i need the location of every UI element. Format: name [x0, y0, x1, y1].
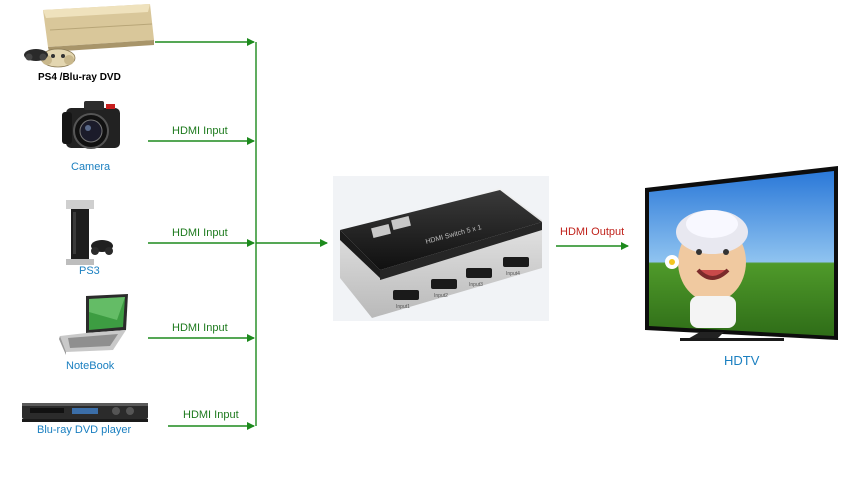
ps4-console-icon [24, 4, 154, 68]
device-label-camera: Camera [71, 161, 111, 173]
ps3-console-icon [66, 200, 113, 265]
input-label-ps3: HDMI Input [172, 227, 228, 239]
switch-ports: Input1 Input2 Input3 Input4 [393, 257, 529, 310]
device-label-dvd: Blu-ray DVD player [37, 424, 132, 436]
port-label: Input3 [469, 282, 483, 288]
input-label-notebook: HDMI Input [172, 322, 228, 334]
device-label-ps3: PS3 [79, 265, 100, 277]
input-label-dvd: HDMI Input [183, 409, 239, 421]
switch-port-4: Input4 [503, 257, 529, 277]
hdtv-label: HDTV [724, 353, 760, 368]
input-label-camera: HDMI Input [172, 125, 228, 137]
hdmi-switch-icon: HDMI Switch 5 x 1 Input1 Input2 Input3 I… [333, 176, 549, 321]
camera-icon [62, 101, 120, 149]
port-label: Input4 [506, 271, 520, 277]
output-label: HDMI Output [560, 226, 625, 238]
device-label-notebook: NoteBook [66, 360, 115, 372]
hdtv-icon [645, 166, 838, 341]
port-label: Input1 [396, 304, 410, 310]
dvd-player-icon [22, 403, 148, 422]
input-connectors [148, 38, 629, 430]
switch-port-3: Input3 [466, 268, 492, 288]
device-label-ps4: PS4 /Blu-ray DVD [38, 72, 121, 83]
switch-port-2: Input2 [431, 279, 457, 299]
notebook-icon [59, 294, 128, 355]
port-label: Input2 [434, 293, 448, 299]
switch-port-1: Input1 [393, 290, 419, 310]
